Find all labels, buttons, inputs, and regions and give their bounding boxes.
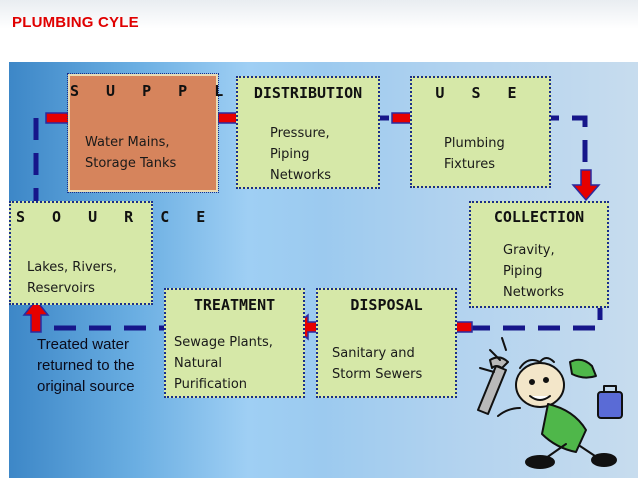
- collection-box: COLLECTION Gravity, Piping Networks: [469, 201, 609, 308]
- treatment-description: Sewage Plants, Natural Purification: [174, 335, 273, 392]
- supply-description: Water Mains, Storage Tanks: [85, 135, 177, 171]
- shoe-left: [525, 455, 555, 469]
- slide-title: PLUMBING CYLE: [12, 14, 139, 31]
- distribution-title: DISTRIBUTION: [253, 84, 363, 102]
- supply-box: S U P P L Y Water Mains, Storage Tanks: [67, 73, 269, 193]
- treatment-box: TREATMENT Sewage Plants, Natural Purific…: [164, 288, 305, 398]
- disposal-box: DISPOSAL Sanitary and Storm Sewers: [316, 288, 457, 398]
- distribution-description: Pressure, Piping Networks: [270, 126, 332, 183]
- supply-title: S U P P L Y: [70, 82, 269, 100]
- treated-water-note: Treated water returned to the original s…: [37, 336, 135, 395]
- toolbox-icon: [597, 391, 623, 419]
- arrow-into-source: [22, 298, 50, 333]
- arrow-into-collection: [571, 169, 601, 202]
- treatment-title: TREATMENT: [193, 296, 276, 314]
- source-description: Lakes, Rivers, Reservoirs: [27, 260, 117, 296]
- use-description: Plumbing Fixtures: [444, 136, 505, 172]
- use-box: U S E Plumbing Fixtures: [410, 76, 551, 188]
- use-title: U S E: [435, 84, 526, 102]
- collection-title: COLLECTION: [493, 208, 585, 226]
- wrench-icon: [477, 365, 507, 415]
- disposal-description: Sanitary and Storm Sewers: [332, 346, 423, 382]
- shoe-right: [591, 453, 617, 467]
- disposal-title: DISPOSAL: [350, 296, 423, 314]
- plumber-body: [541, 403, 587, 453]
- distribution-box: DISTRIBUTION Pressure, Piping Networks: [236, 76, 380, 189]
- collection-description: Gravity, Piping Networks: [503, 243, 565, 300]
- plumber-cap: [569, 358, 597, 379]
